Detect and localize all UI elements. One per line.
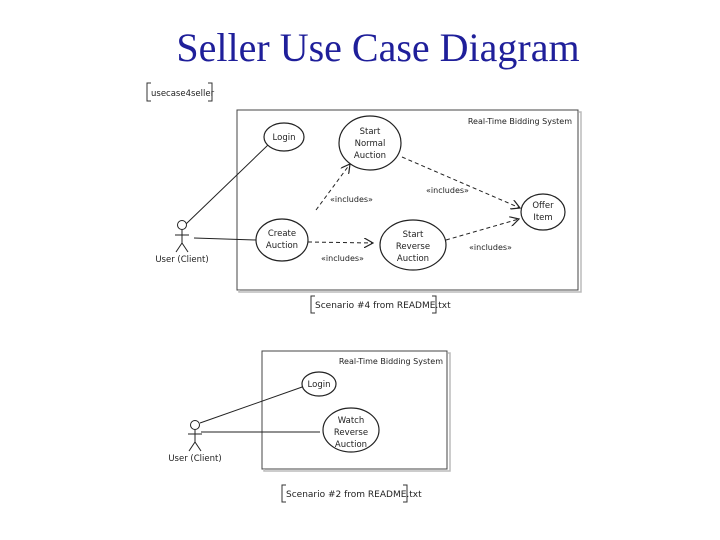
system-name-1: Real-Time Bidding System <box>468 117 572 126</box>
diagram-1: usecase4seller Real-Time Bidding System … <box>146 82 582 314</box>
include-create-to-reverse <box>307 242 373 243</box>
include-label-normal-offer: «includes» <box>426 186 469 195</box>
use-case-start-reverse-auction: Start Reverse Auction <box>379 219 447 271</box>
include-label-reverse-offer: «includes» <box>469 243 512 252</box>
package-label-box: usecase4seller <box>146 82 215 102</box>
use-case-create-auction: Create Auction <box>255 218 309 262</box>
use-case-start-normal-auction: Start Normal Auction <box>338 115 402 171</box>
system-boundary-1 <box>236 109 579 291</box>
uc-reverse-line-3: Auction <box>397 254 429 264</box>
actor-label-2: User (Client) <box>168 454 221 464</box>
use-case-login-1: Login <box>263 122 305 152</box>
uc-normal-line-2: Normal <box>355 139 386 149</box>
use-case-watch-reverse-auction: Watch Reverse Auction <box>322 407 380 453</box>
use-case-offer-item: Offer Item <box>520 193 566 231</box>
uc-normal-line-1: Start <box>360 127 381 137</box>
uc-reverse-line-2: Reverse <box>396 242 430 252</box>
uc-create-line-2: Auction <box>266 241 298 251</box>
scenario-note-1-text: Scenario #4 from README.txt <box>315 301 451 311</box>
scenario-note-2-text: Scenario #2 from README.txt <box>286 490 422 500</box>
uc-normal-line-3: Auction <box>354 151 386 161</box>
include-normal-to-offer <box>401 156 520 208</box>
actor-user-client-2 <box>188 420 202 452</box>
uc-create-line-1: Create <box>268 229 296 239</box>
actor-user-client-1 <box>175 220 189 253</box>
uc-watch-line-3: Auction <box>335 440 367 450</box>
include-label-create-reverse: «includes» <box>321 254 364 263</box>
use-case-login-2: Login <box>301 371 337 397</box>
use-case-login-2-line-1: Login <box>308 380 331 390</box>
scenario-note-1: Scenario #4 from README.txt <box>310 295 451 314</box>
slide-title: Seller Use Case Diagram <box>176 25 580 70</box>
association-actor-login-2 <box>199 385 306 424</box>
uc-offer-line-2: Item <box>533 213 552 223</box>
include-label-create-normal: «includes» <box>330 195 373 204</box>
uc-watch-line-2: Reverse <box>334 428 368 438</box>
system-name-2: Real-Time Bidding System <box>339 357 443 366</box>
uc-watch-line-1: Watch <box>338 416 364 426</box>
use-case-login-1-line-1: Login <box>273 133 296 143</box>
uc-reverse-line-1: Start <box>403 230 424 240</box>
association-actor-create-auction <box>193 237 257 241</box>
actor-label-1: User (Client) <box>155 255 208 265</box>
uc-offer-line-1: Offer <box>532 201 554 211</box>
include-reverse-to-offer <box>445 219 519 241</box>
system-boundary-2 <box>261 350 448 470</box>
association-actor-login <box>185 144 269 225</box>
include-create-to-normal <box>315 164 350 211</box>
diagram-2: Real-Time Bidding System Login Watch Rev… <box>168 350 451 503</box>
scenario-note-2: Scenario #2 from README.txt <box>281 484 422 503</box>
package-label: usecase4seller <box>151 89 215 99</box>
